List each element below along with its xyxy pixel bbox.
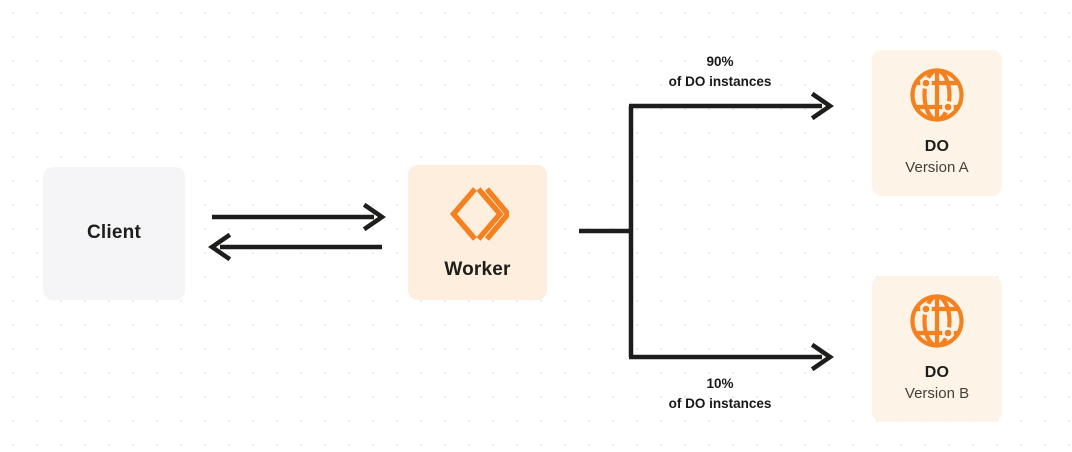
durable-object-globe-icon	[909, 67, 965, 123]
edge-label-bottom-detail: of DO instances	[668, 395, 772, 411]
durable-object-globe-icon	[909, 293, 965, 349]
node-client: Client	[43, 167, 185, 300]
node-client-label: Client	[87, 222, 141, 244]
node-do-version-b: DO Version B	[872, 276, 1002, 422]
edge-label-top: 90% of DO instances	[625, 52, 815, 91]
node-worker-label: Worker	[444, 259, 511, 281]
edge-label-bottom-percent: 10%	[706, 376, 734, 391]
node-do-a-label: DO	[924, 138, 950, 156]
edge-label-top-detail: of DO instances	[668, 73, 772, 89]
cloudflare-workers-icon	[447, 183, 512, 245]
node-do-version-a: DO Version A	[872, 50, 1002, 196]
edge-client-to-worker	[212, 202, 386, 232]
node-worker: Worker	[408, 165, 547, 300]
node-do-b-label: DO	[924, 364, 950, 382]
node-do-b-sublabel: Version B	[904, 385, 970, 403]
edge-worker-to-do-a	[629, 91, 834, 121]
edge-worker-to-client	[208, 232, 382, 262]
node-do-a-sublabel: Version A	[905, 159, 969, 177]
edge-label-bottom: 10% of DO instances	[625, 374, 815, 413]
edge-worker-to-do-b	[629, 342, 834, 372]
edge-label-top-percent: 90%	[706, 54, 734, 69]
